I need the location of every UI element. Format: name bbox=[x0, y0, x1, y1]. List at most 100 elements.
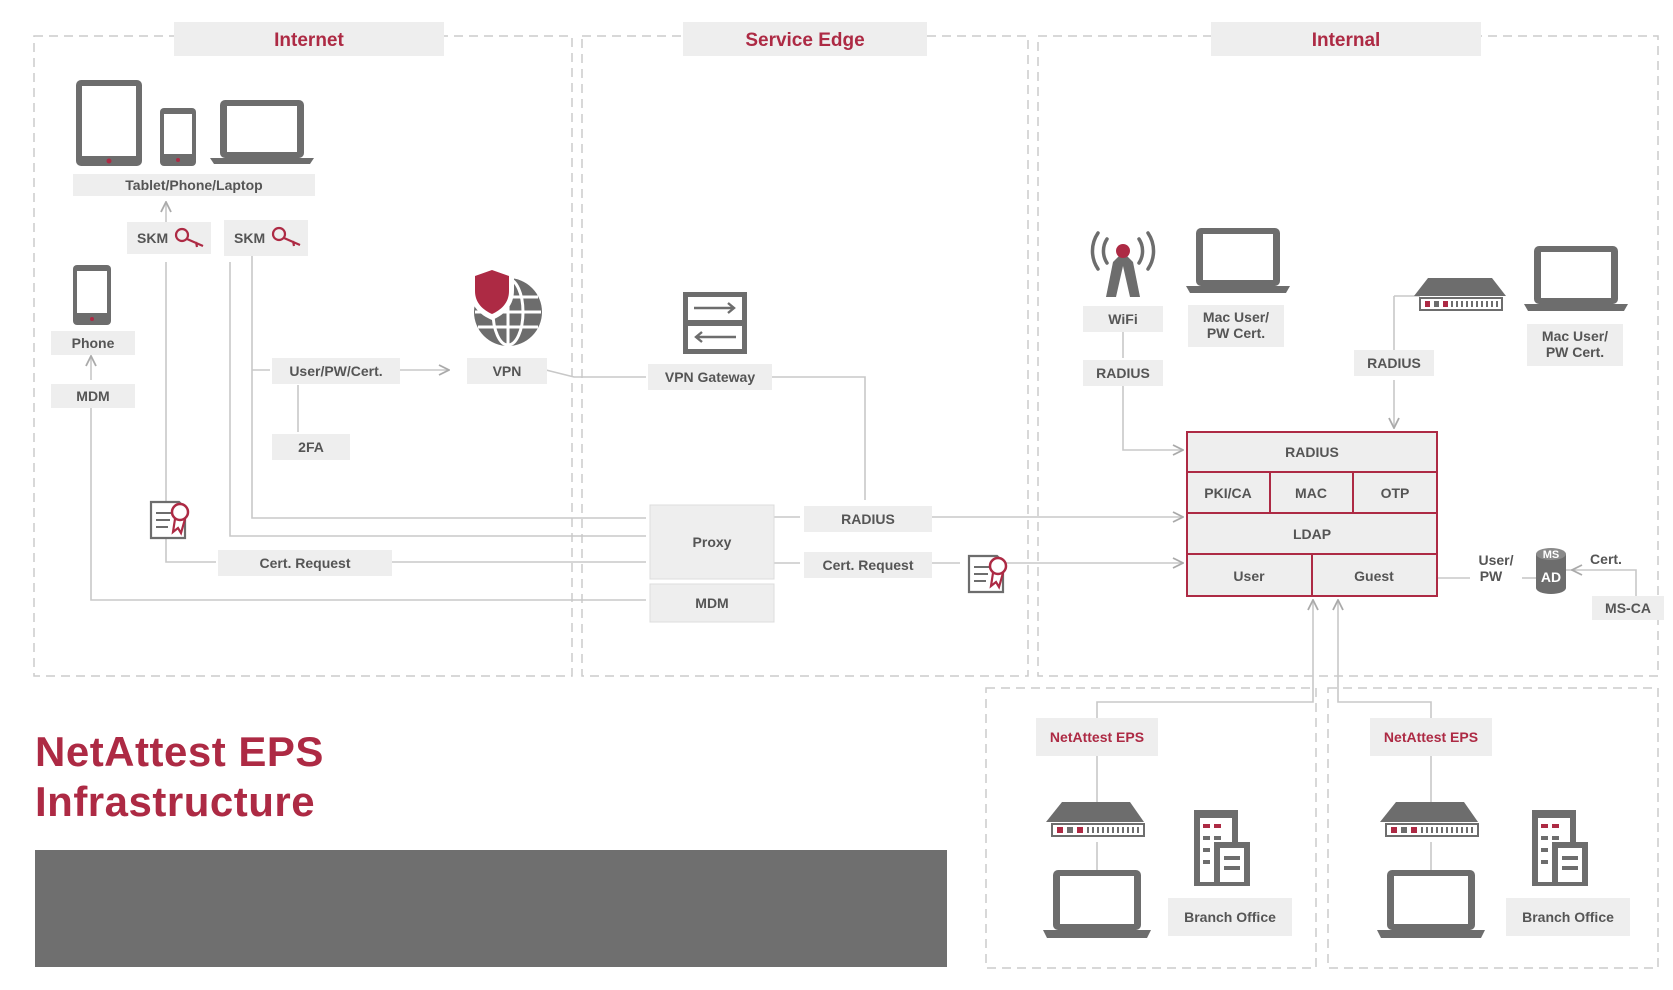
database-icon bbox=[1536, 548, 1566, 594]
network-switch-icon bbox=[1380, 802, 1479, 837]
internet-header-bg bbox=[174, 22, 444, 56]
skm-2-label: SKM bbox=[234, 230, 265, 246]
vpn-label: VPN bbox=[493, 363, 522, 379]
key-icon bbox=[271, 226, 301, 247]
key-icon bbox=[174, 227, 204, 248]
laptop-icon bbox=[1377, 870, 1485, 938]
internet-header: Internet bbox=[274, 30, 344, 51]
tablet-icon bbox=[76, 80, 142, 166]
ms-ca-label: MS-CA bbox=[1605, 600, 1651, 616]
branch-1-office-label-bg bbox=[1168, 898, 1292, 936]
vpn-gateway-label: VPN Gateway bbox=[665, 369, 755, 385]
radius-wifi-label: RADIUS bbox=[1096, 365, 1150, 381]
mac-user-2-label-bg bbox=[1527, 324, 1623, 366]
branch-2-office-label-bg bbox=[1506, 898, 1630, 936]
certificate-icon bbox=[149, 500, 190, 540]
skm-2-label-bg bbox=[224, 220, 308, 256]
service-edge-header-bg bbox=[683, 22, 927, 56]
mdm-edge-label: MDM bbox=[695, 595, 728, 611]
two-fa-label-bg bbox=[272, 434, 350, 460]
two-fa-label: 2FA bbox=[298, 439, 324, 455]
mac-user-1-label-bg bbox=[1188, 305, 1284, 347]
branch-1-eps-label: NetAttest EPS bbox=[1050, 729, 1144, 745]
phone-label: Phone bbox=[72, 335, 115, 351]
zone-boxes bbox=[33, 35, 1659, 969]
vpn-label-bg bbox=[467, 358, 547, 384]
eps-mac-label: MAC bbox=[1295, 485, 1327, 501]
phone-icon bbox=[73, 265, 111, 325]
service-edge-header: Service Edge bbox=[745, 30, 864, 51]
service-edge-zone bbox=[581, 35, 1029, 677]
radius-edge-label: RADIUS bbox=[841, 511, 895, 527]
eps-radius-label: RADIUS bbox=[1285, 444, 1339, 460]
wifi-label: WiFi bbox=[1108, 311, 1137, 327]
internet-zone bbox=[33, 35, 573, 677]
branch-2-office-label: Branch Office bbox=[1522, 909, 1614, 925]
wifi-label-bg bbox=[1083, 306, 1163, 332]
laptop-icon bbox=[1186, 228, 1290, 293]
branch-zone-2 bbox=[1327, 687, 1659, 969]
page-title-line-1: NetAttest EPS bbox=[35, 728, 324, 775]
vpn-gateway-icon bbox=[683, 292, 747, 354]
internal-header: Internal bbox=[1312, 30, 1381, 51]
laptop-icon bbox=[1524, 246, 1628, 311]
user-pw-cert-label-bg bbox=[272, 358, 400, 384]
network-switch-icon bbox=[1046, 802, 1145, 837]
radius-switch-label: RADIUS bbox=[1367, 355, 1421, 371]
user-pw-cert-label: User/PW/Cert. bbox=[289, 363, 382, 379]
branch-2-eps-label: NetAttest EPS bbox=[1384, 729, 1478, 745]
phone-label-bg bbox=[51, 331, 135, 355]
office-building-icon bbox=[1194, 810, 1250, 886]
network-switch-icon bbox=[1414, 278, 1506, 311]
eps-user-label: User bbox=[1233, 568, 1265, 584]
eps-pki-ca-label: PKI/CA bbox=[1204, 485, 1251, 501]
branch-1-eps-label-bg bbox=[1036, 718, 1158, 756]
globe-shield-icon bbox=[470, 264, 542, 347]
eps-box bbox=[1186, 431, 1438, 597]
cert-right-label: Cert. bbox=[1590, 551, 1622, 567]
laptop-icon bbox=[1043, 870, 1151, 938]
proxy-box bbox=[649, 504, 775, 580]
radius-wifi-label-bg bbox=[1083, 360, 1163, 386]
pw-cert-2-label: PW Cert. bbox=[1546, 344, 1604, 360]
mdm-edge-box bbox=[649, 583, 775, 623]
branch-zone-1 bbox=[985, 687, 1317, 969]
cert-request-left-label: Cert. Request bbox=[259, 555, 350, 571]
office-building-icon bbox=[1532, 810, 1588, 886]
ms-label: MS bbox=[1543, 549, 1560, 561]
user-pw-label-1: User/ bbox=[1478, 552, 1513, 568]
branch-1-office-label: Branch Office bbox=[1184, 909, 1276, 925]
proxy-label: Proxy bbox=[693, 534, 732, 550]
cert-request-edge-label: Cert. Request bbox=[822, 557, 913, 573]
eps-ldap-label: LDAP bbox=[1293, 526, 1331, 542]
user-pw-label-2: PW bbox=[1480, 568, 1503, 584]
connector-lines bbox=[91, 202, 1637, 870]
ms-ca-label-bg bbox=[1592, 596, 1664, 620]
branch-2-eps-label-bg bbox=[1370, 718, 1492, 756]
eps-guest-label: Guest bbox=[1354, 568, 1394, 584]
ad-label: AD bbox=[1541, 569, 1561, 585]
radius-edge-label-bg bbox=[804, 506, 932, 532]
skm-1-label: SKM bbox=[137, 230, 168, 246]
mdm-left-label-bg bbox=[51, 384, 135, 408]
mac-user-1-label: Mac User/ bbox=[1203, 309, 1269, 325]
internal-header-bg bbox=[1211, 22, 1481, 56]
wifi-tower-icon bbox=[1090, 231, 1156, 297]
pw-cert-1-label: PW Cert. bbox=[1207, 325, 1265, 341]
vpn-gateway-label-bg bbox=[648, 364, 772, 390]
devices-label-bg bbox=[73, 174, 315, 196]
phone-icon bbox=[160, 108, 196, 166]
skm-1-label-bg bbox=[127, 222, 211, 254]
eps-otp-label: OTP bbox=[1381, 485, 1410, 501]
gray-banner bbox=[35, 850, 947, 967]
cert-request-edge-label-bg bbox=[804, 552, 932, 578]
radius-switch-label-bg bbox=[1354, 350, 1434, 376]
laptop-icon bbox=[210, 100, 314, 164]
page-title-line-2: Infrastructure bbox=[35, 778, 316, 825]
certificate-icon bbox=[967, 554, 1008, 594]
devices-label: Tablet/Phone/Laptop bbox=[125, 177, 262, 193]
mac-user-2-label: Mac User/ bbox=[1542, 328, 1608, 344]
mdm-left-label: MDM bbox=[76, 388, 109, 404]
cert-request-left-label-bg bbox=[218, 550, 392, 576]
